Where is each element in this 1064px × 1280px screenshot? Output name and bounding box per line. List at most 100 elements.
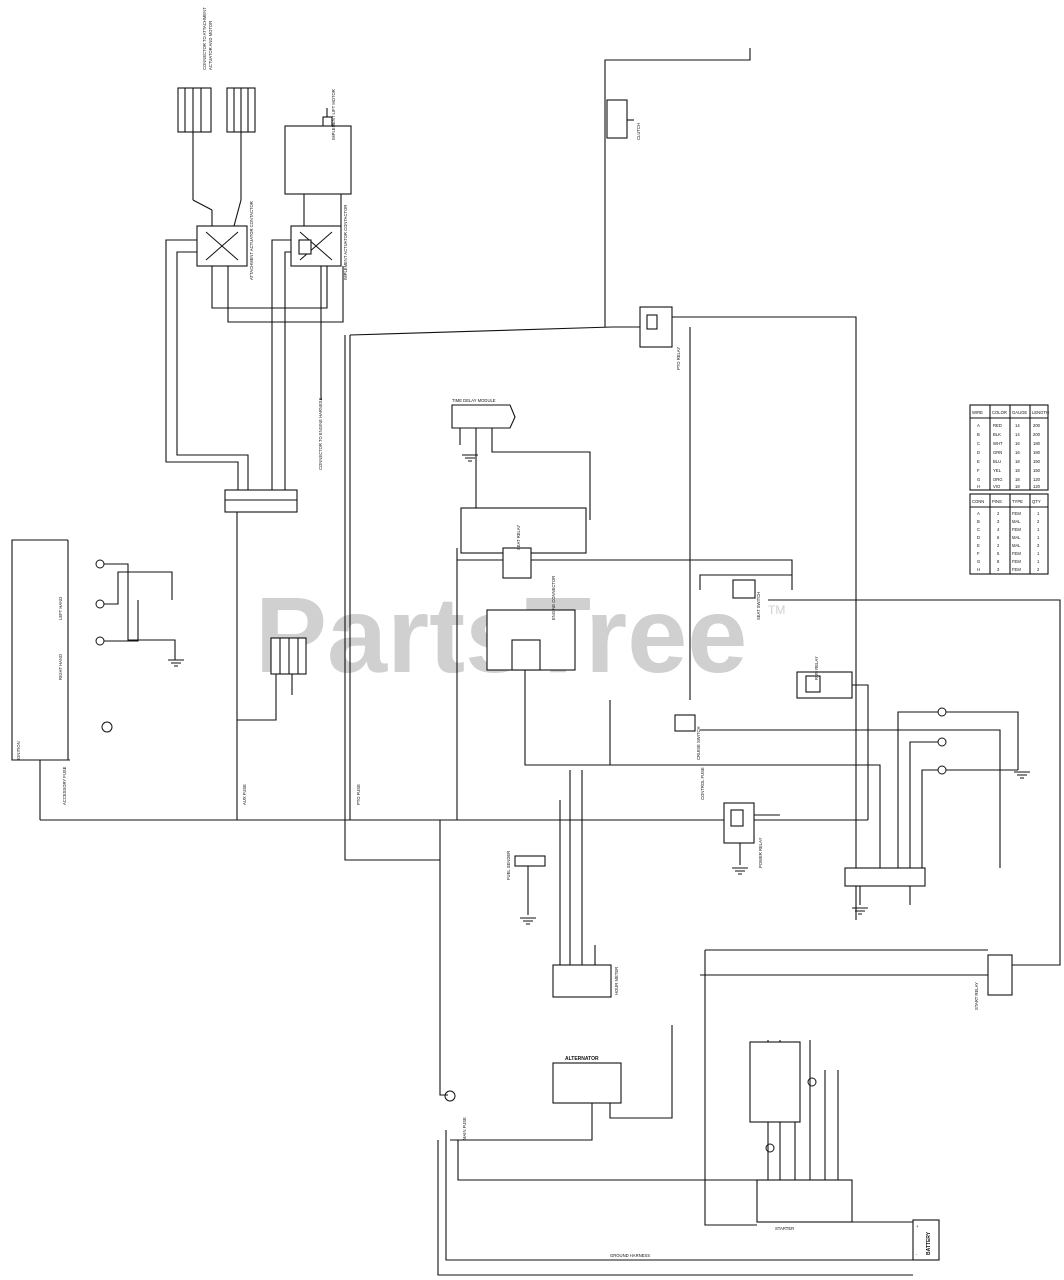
wire-r2c0: C [977,441,980,446]
alternator-label: ALTERNATOR [565,1056,599,1062]
conn-r3c3: 1 [1037,535,1040,540]
top-left-wiring: CONNECTOR TO ENGINE HARNESS [165,132,344,490]
actuator-label-2: ACTUATOR AND MOTOR [208,21,213,70]
right-switch-cluster [897,707,1019,868]
actuator-label-1: CONNECTOR TO ATTACHMENT [202,7,207,70]
start-relay: START RELAY [700,949,1013,1010]
wire-r2c3: 180 [1033,441,1041,446]
conn-r0c3: 1 [1037,511,1040,516]
conn-r6c1: 8 [997,559,1000,564]
conn-r1c0: B [977,519,980,524]
right-hand-label: RIGHT HAND [58,654,63,680]
clutch-label: CLUTCH [636,123,641,140]
wire-r0c3: 200 [1033,423,1041,428]
attach-contactor-label: ATTACHMENT ACTUATOR CONTACTOR [249,201,254,280]
aux-fuse-label: AUX FUSE [242,784,247,805]
run-relay: RUN RELAY [796,656,869,820]
conn-r4c0: E [977,543,980,548]
alternator: ALTERNATOR [450,1025,673,1141]
engine-connector-label: ENGINE CONNECTOR [551,576,556,620]
conn-r4c2: MAL [1012,543,1021,548]
conn-r2c1: 4 [997,527,1000,532]
wire-r7c2: 18 [1015,484,1020,489]
wire-r4c3: 150 [1033,459,1041,464]
clutch: CLUTCH [604,48,751,327]
wire-r1c0: B [977,432,980,437]
harness-connector-block [224,489,298,580]
wire-h2: GAUGE [1012,410,1027,415]
wire-r1c3: 200 [1033,432,1041,437]
wire-r3c2: 16 [1015,450,1020,455]
wire-r4c2: 18 [1015,459,1020,464]
conn-r4c1: 2 [997,543,1000,548]
time-delay-label: TIME DELAY MODULE [452,398,496,403]
wire-r7c1: VIO [993,484,1001,489]
implement-actuator-contactor: IMPLEMENT ACTUATOR CONTACTOR [290,205,348,280]
main-fuse-label: MAIN FUSE [462,1117,467,1140]
cruise-switch-label: CRUISE SWITCH [696,727,701,761]
wire-r6c2: 18 [1015,477,1020,482]
power-relay-label: POWER RELAY [758,837,763,868]
wire-r2c2: 16 [1015,441,1020,446]
conn-r0c0: A [977,511,980,516]
conn-r6c0: G [977,559,980,564]
conn-r5c0: F [977,551,980,556]
conn-r5c2: FEM [1012,551,1021,556]
engine-connector: ENGINE CONNECTOR [486,576,611,766]
wire-r1c1: BLK [993,432,1001,437]
wire-r7c0: H [977,484,980,489]
conn-h1: PINS [992,499,1002,504]
diode-block [844,867,926,905]
ground-harness-label: GROUND HARNESS [610,1253,650,1258]
seat-switch-connector [732,579,756,599]
conn-r3c2: MAL [1012,535,1021,540]
conn-r7c3: 2 [1037,567,1040,572]
wire-r0c0: A [977,423,980,428]
wire-r1c2: 14 [1015,432,1020,437]
control-fuse-label: CONTROL FUSE [700,767,705,800]
conn-h2: TYPE [1012,499,1023,504]
conn-r2c0: C [977,527,980,532]
seat-switch-box [237,637,307,721]
fuel-sender-label: FUEL SENDER [506,851,511,880]
wire-r5c1: YEL [993,468,1002,473]
conn-r3c1: 6 [997,535,1000,540]
wire-r6c0: G [977,477,980,482]
conn-r1c1: 3 [997,519,1000,524]
conn-r0c1: 2 [997,511,1000,516]
pto-relay-label: PTO RELAY [676,347,681,370]
battery-pos: + [916,1224,919,1229]
implement-motor-label: IMPLEMENT LIFT MOTOR [331,89,336,140]
hour-meter: HOUR METER [552,770,619,998]
ground-symbols [168,454,1030,925]
conn-r2c2: FEM [1012,527,1021,532]
seat-switch-label: SEAT SWITCH [756,592,761,620]
wire-r5c0: F [977,468,980,473]
cruise-switch-block [674,714,696,732]
legend-wire-table: WIRE COLOR GAUGE LENGTH A RED 14 200 B B… [969,404,1049,491]
watermark-trademark: TM [768,603,785,617]
ignition-label: IGNITION [16,741,21,760]
starter-label: STARTER [775,1226,794,1231]
wire-r2c1: WHT [993,441,1003,446]
seat-relay: SEAT RELAY [457,507,793,590]
conn-r1c2: MAL [1012,519,1021,524]
conn-r0c2: FEM [1012,511,1021,516]
wire-r3c1: GRN [993,450,1002,455]
starter-block: STARTER [704,950,853,1231]
conn-r3c0: D [977,535,980,540]
pto-relay: PTO RELAY [349,306,857,920]
conn-r4c3: 3 [1037,543,1040,548]
implement-lift-motor: IMPLEMENT LIFT MOTOR [284,89,352,195]
conn-r7c2: FEM [1012,567,1021,572]
main-fuse-area: MAIN FUSE GROUND HARNESS [437,1090,913,1276]
conn-r5c3: 1 [1037,551,1040,556]
conn-r7c1: 3 [997,567,1000,572]
wire-r3c3: 180 [1033,450,1041,455]
time-delay-module: TIME DELAY MODULE [451,398,591,540]
conn-r1c3: 2 [1037,519,1040,524]
left-switch-cluster: LEFT HAND RIGHT HAND IGNITION [11,539,176,761]
conn-r6c3: 1 [1037,559,1040,564]
attachment-actuator-contactor: ATTACHMENT ACTUATOR CONTACTOR [196,201,254,280]
battery-label: BATTERY [926,1231,932,1255]
